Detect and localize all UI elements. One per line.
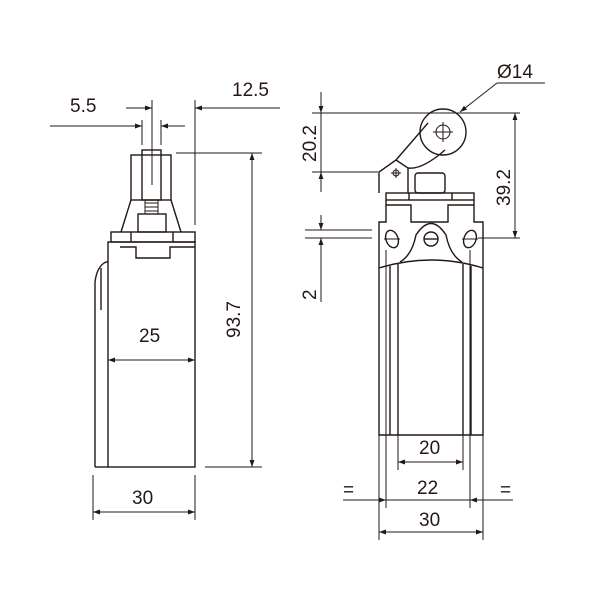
equal-mark-right: = [500,480,511,501]
side-body [94,231,196,468]
equal-mark-left: = [343,480,354,501]
dim-label: 20.2 [300,125,321,162]
side-plunger [120,149,182,233]
dim-hole-spacing: 22 = = [343,250,513,508]
dim-width: 30 [92,475,196,520]
dim-label: 22 [417,478,438,499]
front-body [378,192,484,436]
dim-width: 30 [378,435,484,540]
dim-roller-diameter: Ø14 [459,62,545,113]
dim-label: 39.2 [494,169,515,206]
dim-plunger-offset: 12.5 [126,80,280,225]
dim-total-height: 39.2 [478,113,520,239]
roller [419,108,467,156]
dim-height: 93.7 [176,152,262,468]
roller-lever [378,108,467,194]
dim-label: 25 [139,326,160,347]
dim-plunger-width: 5.5 [50,96,185,145]
dim-label: 20 [419,438,440,459]
dim-label: Ø14 [497,62,533,83]
side-view: 5.5 12.5 93.7 25 3 [50,80,280,520]
dim-label: 30 [132,488,153,509]
dim-label: 12.5 [232,80,269,101]
dim-hole-offset: 2 [300,215,372,302]
dim-lever-height: 20.2 [300,92,520,192]
dim-inner-width: 20 [397,435,464,470]
dim-label: 30 [419,510,440,531]
dim-label: 5.5 [70,96,96,117]
dim-label: 93.7 [224,301,245,338]
dim-label: 2 [300,289,321,300]
front-view: Ø14 20.2 39.2 2 [300,62,545,540]
dim-inner-depth: 25 [108,326,195,363]
